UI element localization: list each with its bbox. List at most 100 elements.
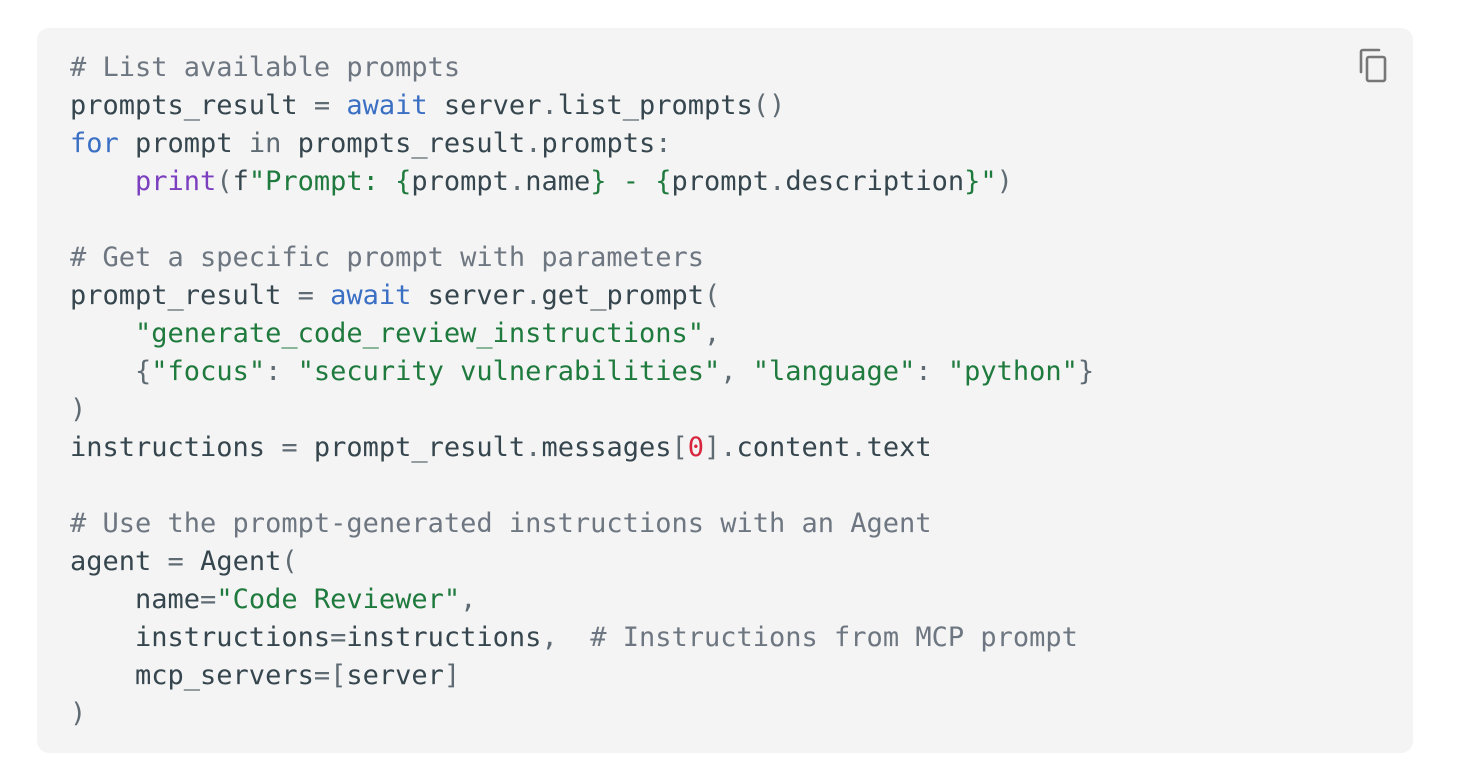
code-token-text: instructions (70, 432, 282, 463)
code-token-text: server (346, 660, 444, 691)
code-token-punct: , (541, 622, 558, 653)
code-token-text: prompts_result (70, 90, 314, 121)
code-line: "generate_code_review_instructions", (70, 315, 1094, 353)
code-token-text: Agent (183, 546, 282, 577)
code-token-punct: = (167, 546, 184, 577)
code-token-punct: , (720, 356, 753, 387)
code-token-text: prompts_result (281, 128, 526, 159)
code-token-string: "python" (947, 356, 1078, 387)
code-token-text: prompt_result (70, 280, 298, 311)
code-token-punct: , (703, 318, 721, 349)
code-token-text (70, 318, 135, 349)
code-line: name="Code Reviewer", (70, 581, 1094, 619)
code-token-text: name (70, 584, 201, 615)
copy-button[interactable] (1355, 48, 1391, 88)
code-line: mcp_servers=[server] (70, 657, 1094, 695)
code-token-text: server (411, 280, 526, 311)
code-line (70, 201, 1094, 239)
code-token-punct: : (915, 356, 948, 387)
code-token-punct: ) (70, 698, 87, 729)
code-token-text: prompt_result (297, 432, 526, 463)
code-token-punct: ( (281, 546, 298, 577)
code-token-punct: , (460, 584, 477, 615)
code-token-comment: # Use the prompt-generated instructions … (70, 508, 932, 539)
code-token-string: "focus" (151, 356, 266, 387)
code-content[interactable]: # List available prompts prompts_result =… (70, 49, 1094, 733)
code-line: for prompt in prompts_result.prompts: (70, 125, 1094, 163)
code-token-text: prompts (541, 128, 656, 159)
code-token-text (70, 166, 135, 197)
code-line: prompt_result = await server.get_prompt( (70, 277, 1094, 315)
code-token-text: name (525, 166, 591, 197)
code-block: # List available prompts prompts_result =… (37, 28, 1413, 753)
code-token-punct: = (297, 280, 314, 311)
code-token-punct: : (655, 128, 672, 159)
code-token-string: "language" (752, 356, 916, 387)
code-token-punct: ( (704, 280, 721, 311)
code-token-punct: . (508, 166, 526, 197)
code-line: # Get a specific prompt with parameters (70, 239, 1094, 277)
code-token-text: instructions (346, 622, 542, 653)
code-token-punct: [ (671, 432, 688, 463)
code-token-builtin: print (135, 166, 217, 197)
code-token-punct: : (265, 356, 298, 387)
code-token-text: messages (541, 432, 672, 463)
code-token-punct: . (525, 280, 542, 311)
code-token-comment: # Instructions from MCP prompt (590, 622, 1078, 653)
code-token-punct: ) (70, 394, 87, 425)
code-token-text: description (785, 166, 965, 197)
code-line: # List available prompts (70, 49, 1094, 87)
code-token-punct: = (313, 90, 331, 121)
code-token-text (330, 90, 346, 121)
code-token-punct: ( (216, 166, 233, 197)
code-token-comment: # List available prompts (70, 52, 461, 83)
code-token-punct: in (248, 128, 282, 159)
code-token-text: instructions (70, 622, 331, 653)
code-token-string: }" (964, 166, 997, 197)
code-token-text: get_prompt (541, 280, 705, 311)
code-token-punct: . (525, 128, 542, 159)
code-token-punct: ]. (704, 432, 737, 463)
code-token-punct: =[ (313, 660, 347, 691)
code-token-text (314, 280, 330, 311)
code-token-keyword: await (330, 280, 412, 311)
code-token-text: content (736, 432, 851, 463)
code-line (70, 467, 1094, 505)
code-token-punct: . (541, 90, 558, 121)
code-token-punct: . (850, 432, 867, 463)
code-line: # Use the prompt-generated instructions … (70, 505, 1094, 543)
code-token-punct: { (135, 356, 152, 387)
code-token-punct: = (281, 432, 298, 463)
code-token-text (70, 356, 135, 387)
code-token-string: "Code Reviewer" (216, 584, 461, 615)
code-line: agent = Agent( (70, 543, 1094, 581)
code-token-text: server (427, 90, 542, 121)
code-line: {"focus": "security vulnerabilities", "l… (70, 353, 1094, 391)
code-token-punct: . (769, 166, 786, 197)
code-token-keyword: await (346, 90, 428, 121)
code-token-comment: # Get a specific prompt with parameters (70, 242, 704, 273)
code-token-text: mcp_servers (70, 660, 314, 691)
code-token-punct: ) (996, 166, 1013, 197)
code-token-text: text (866, 432, 932, 463)
code-line: prompts_result = await server.list_promp… (70, 87, 1094, 125)
code-token-punct: () (752, 90, 786, 121)
code-line: ) (70, 695, 1094, 733)
code-token-text: prompt (671, 166, 770, 197)
code-token-string: } - { (590, 166, 672, 197)
code-token-punct: } (1077, 356, 1095, 387)
code-token-string: "security vulnerabilities" (297, 356, 721, 387)
code-token-text: prompt (411, 166, 509, 197)
copy-icon (1357, 48, 1389, 89)
code-token-punct: = (330, 622, 347, 653)
code-line: print(f"Prompt: {prompt.name} - {prompt.… (70, 163, 1094, 201)
code-line: ) (70, 391, 1094, 429)
code-token-punct: . (525, 432, 542, 463)
code-token-text: list_prompts (557, 90, 753, 121)
code-token-string: "Prompt: { (248, 166, 412, 197)
code-token-text: agent (70, 546, 168, 577)
code-token-text: prompt (118, 128, 249, 159)
code-line: instructions = prompt_result.messages[0]… (70, 429, 1094, 467)
code-line: instructions=instructions, # Instruction… (70, 619, 1094, 657)
code-token-text: f (232, 166, 249, 197)
